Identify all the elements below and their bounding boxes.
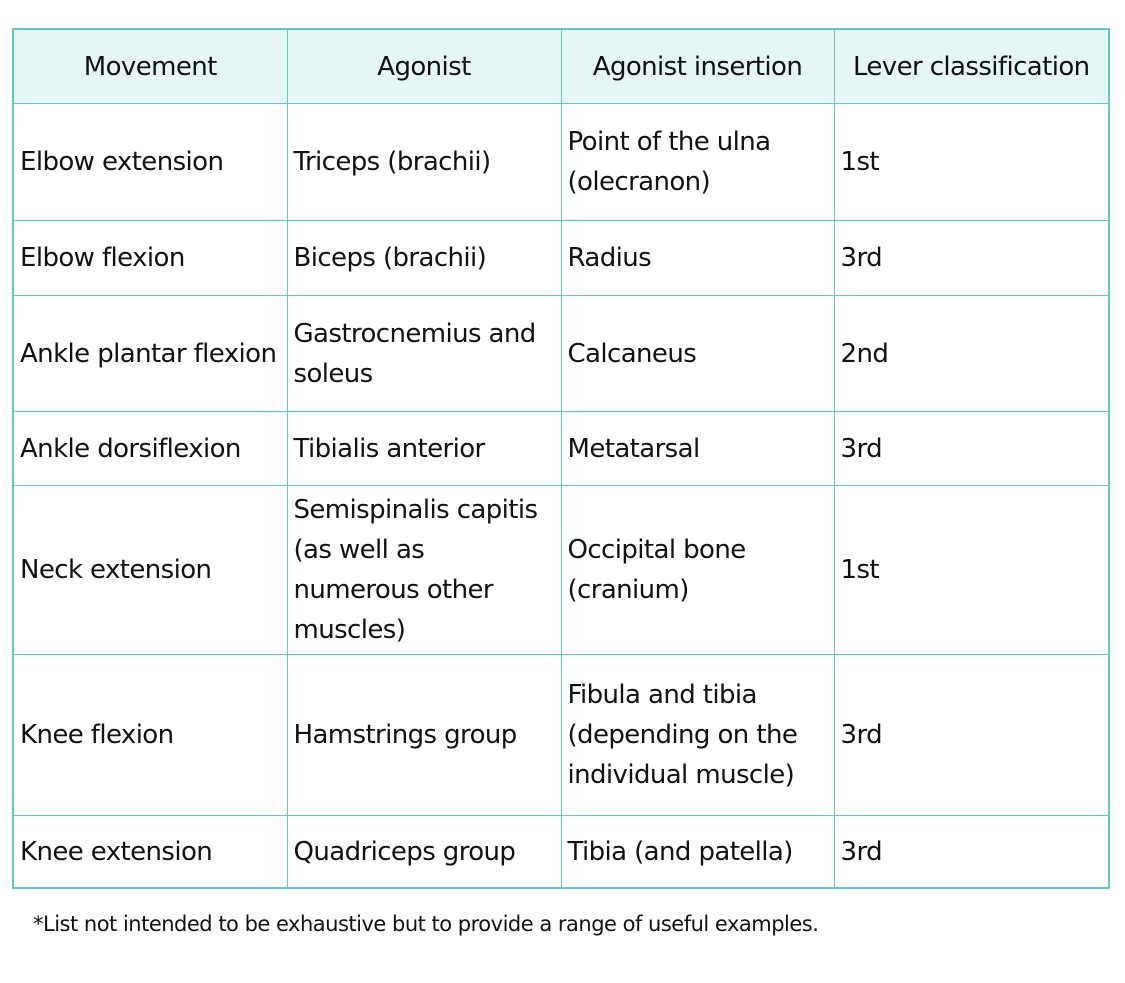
cell-lever: 3rd bbox=[833, 654, 1110, 816]
cell-insertion: Point of the ulna (olecranon) bbox=[560, 103, 835, 221]
table-row: Elbow extension Triceps (brachii) Point … bbox=[12, 103, 1110, 221]
cell-movement: Knee flexion bbox=[12, 654, 288, 816]
cell-insertion: Tibia (and patella) bbox=[560, 815, 835, 889]
cell-agonist: Biceps (brachii) bbox=[286, 220, 562, 296]
lever-classification-table-container: Movement Agonist Agonist insertion Lever… bbox=[12, 28, 1110, 889]
cell-agonist: Quadriceps group bbox=[286, 815, 562, 889]
table-row: Ankle plantar flexion Gastrocnemius and … bbox=[12, 295, 1110, 412]
table-row: Elbow flexion Biceps (brachii) Radius 3r… bbox=[12, 220, 1110, 296]
cell-movement: Neck extension bbox=[12, 485, 288, 655]
cell-lever: 1st bbox=[833, 485, 1110, 655]
cell-movement: Elbow extension bbox=[12, 103, 288, 221]
table-body: Elbow extension Triceps (brachii) Point … bbox=[12, 103, 1110, 889]
table-row: Knee flexion Hamstrings group Fibula and… bbox=[12, 654, 1110, 816]
cell-insertion: Metatarsal bbox=[560, 411, 835, 486]
cell-agonist: Hamstrings group bbox=[286, 654, 562, 816]
column-header-agonist-insertion: Agonist insertion bbox=[560, 28, 835, 104]
lever-classification-table: Movement Agonist Agonist insertion Lever… bbox=[12, 28, 1110, 889]
cell-insertion: Calcaneus bbox=[560, 295, 835, 412]
cell-insertion: Fibula and tibia (depending on the indiv… bbox=[560, 654, 835, 816]
footnote: *List not intended to be exhaustive but … bbox=[33, 912, 819, 936]
cell-lever: 3rd bbox=[833, 815, 1110, 889]
cell-movement: Ankle dorsiflexion bbox=[12, 411, 288, 486]
cell-lever: 3rd bbox=[833, 411, 1110, 486]
table-row: Neck extension Semispinalis capitis (as … bbox=[12, 485, 1110, 655]
header-row: Movement Agonist Agonist insertion Lever… bbox=[12, 28, 1110, 104]
cell-agonist: Tibialis anterior bbox=[286, 411, 562, 486]
cell-agonist: Semispinalis capitis (as well as numerou… bbox=[286, 485, 562, 655]
cell-insertion: Occipital bone (cranium) bbox=[560, 485, 835, 655]
column-header-lever-classification: Lever classification bbox=[833, 28, 1110, 104]
table-row: Knee extension Quadriceps group Tibia (a… bbox=[12, 815, 1110, 889]
cell-agonist: Gastrocnemius and soleus bbox=[286, 295, 562, 412]
cell-agonist: Triceps (brachii) bbox=[286, 103, 562, 221]
cell-lever: 2nd bbox=[833, 295, 1110, 412]
table-row: Ankle dorsiflexion Tibialis anterior Met… bbox=[12, 411, 1110, 486]
column-header-agonist: Agonist bbox=[286, 28, 562, 104]
cell-movement: Knee extension bbox=[12, 815, 288, 889]
cell-movement: Ankle plantar flexion bbox=[12, 295, 288, 412]
cell-insertion: Radius bbox=[560, 220, 835, 296]
cell-movement: Elbow flexion bbox=[12, 220, 288, 296]
column-header-movement: Movement bbox=[12, 28, 288, 104]
cell-lever: 1st bbox=[833, 103, 1110, 221]
cell-lever: 3rd bbox=[833, 220, 1110, 296]
table-header: Movement Agonist Agonist insertion Lever… bbox=[12, 28, 1110, 104]
